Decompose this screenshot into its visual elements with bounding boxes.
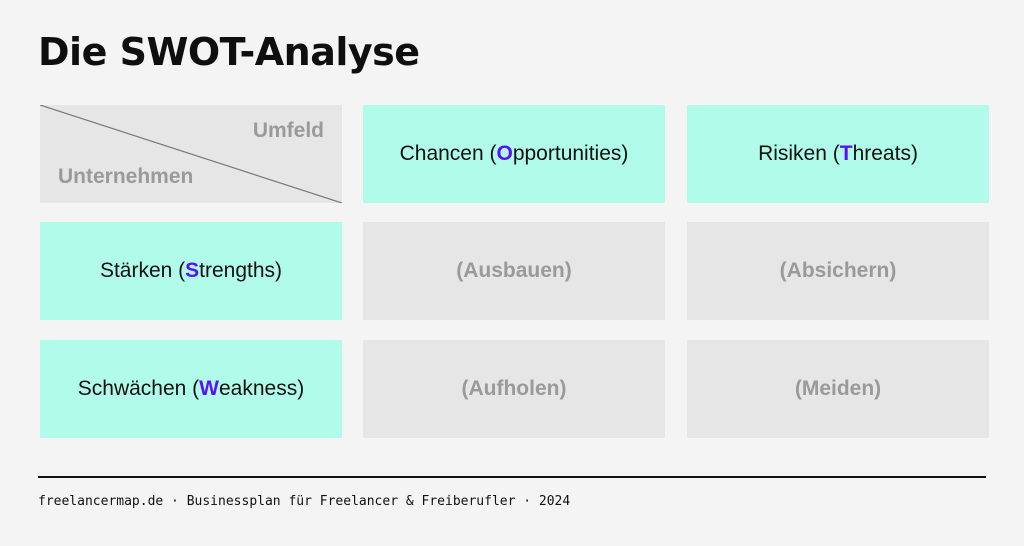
accent-letter: T [839, 142, 853, 165]
accent-letter: W [199, 377, 219, 400]
accent-letter: O [496, 142, 513, 165]
unternehmen-label: Unternehmen [58, 165, 194, 188]
cell-so-ausbauen: (Ausbauen) [363, 222, 665, 320]
footer-divider [38, 476, 986, 478]
cell-wt-meiden: (Meiden) [687, 340, 989, 438]
cell-wo-aufholen: (Aufholen) [363, 340, 665, 438]
umfeld-label: Umfeld [252, 119, 324, 142]
matrix-corner-cell: Umfeld Unternehmen [40, 105, 342, 203]
accent-letter: S [185, 259, 200, 282]
page-title: Die SWOT-Analyse [38, 30, 420, 74]
diagonal-divider [40, 105, 342, 203]
footer-credit: freelancermap.de · Businessplan für Free… [38, 494, 571, 509]
cell-st-absichern: (Absichern) [687, 222, 989, 320]
